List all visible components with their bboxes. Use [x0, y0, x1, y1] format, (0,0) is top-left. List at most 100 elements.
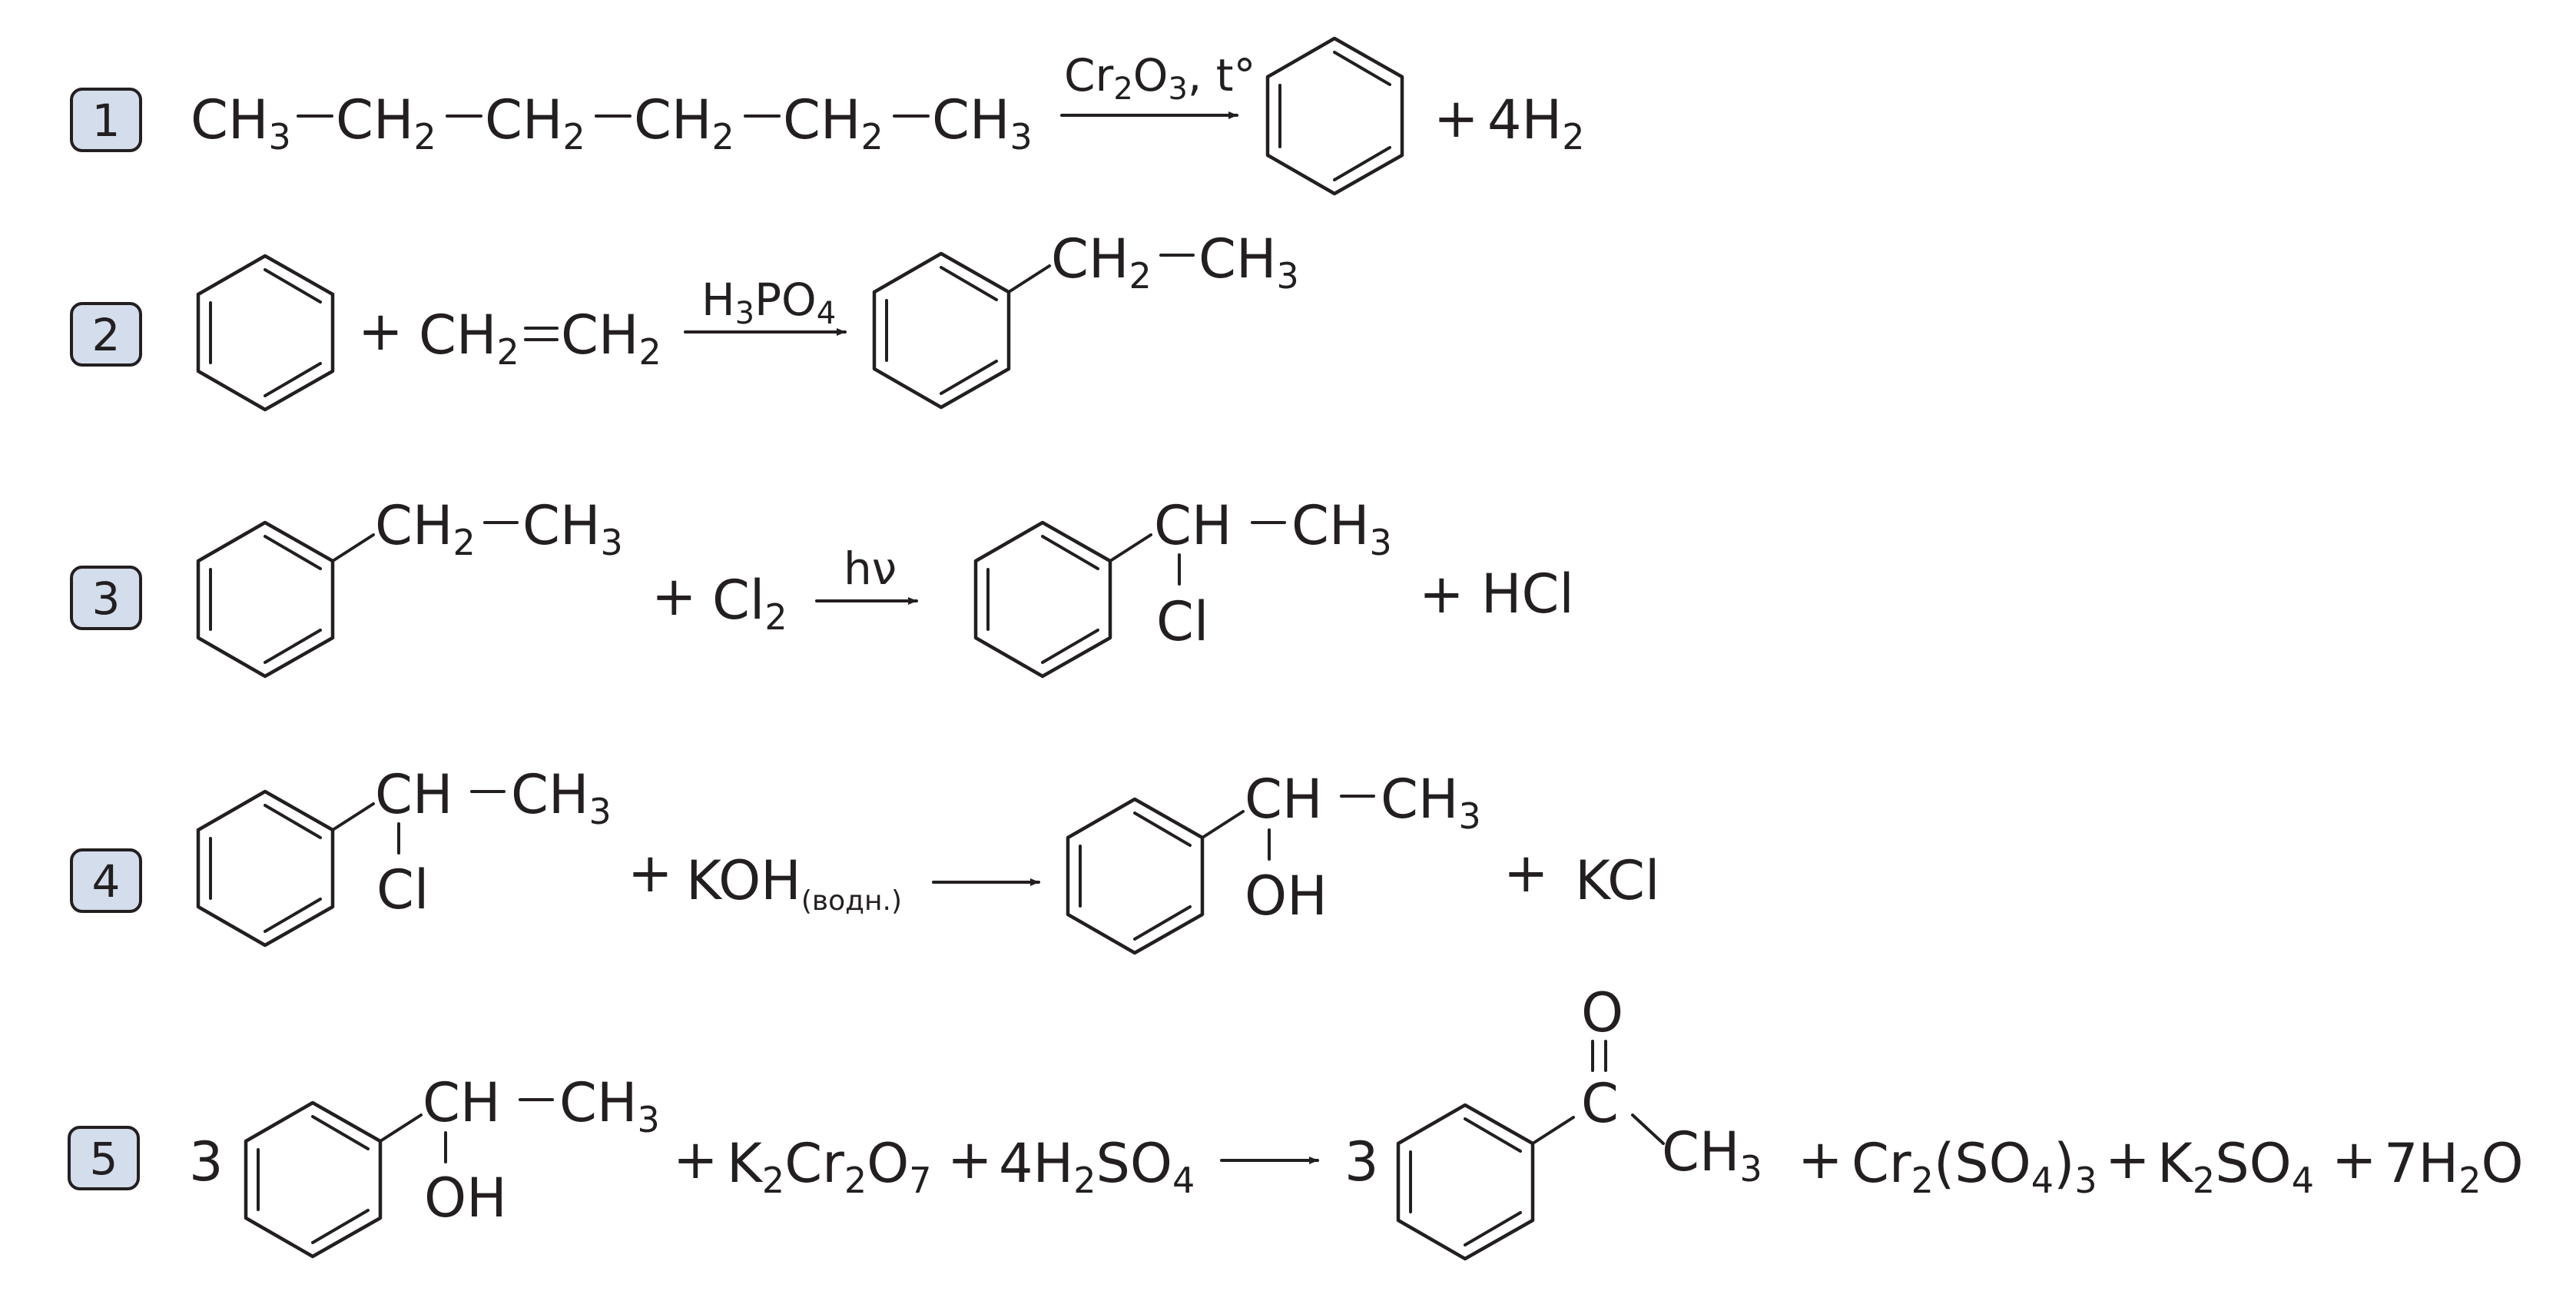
- plus-sign: +: [2332, 1128, 2377, 1191]
- single-bond: [1531, 1116, 1575, 1145]
- svg-text:CH2: CH2: [634, 88, 734, 158]
- svg-text:CH: CH: [375, 763, 453, 826]
- reaction-2: 2 + CH2 CH2 H3PO4 CH2 CH3: [70, 227, 1299, 412]
- group-ch: CH: [932, 88, 1010, 151]
- chloroethylbenzene-product: CH CH3 Cl: [973, 494, 1392, 679]
- subscript: 2: [712, 116, 734, 158]
- reaction-number: 5: [90, 1133, 118, 1185]
- benzene-ring: [1265, 36, 1404, 196]
- chloroethylbenzene-reactant: CH CH3 Cl: [196, 763, 612, 948]
- subscript: 3: [1010, 116, 1033, 158]
- benzene-ring: [872, 251, 1011, 410]
- reaction-condition: Cr2O3, t°: [1064, 49, 1256, 107]
- svg-text:CH2: CH2: [419, 304, 519, 373]
- svg-text:CH2: CH2: [783, 88, 884, 158]
- byproduct-hcl: + HCl: [1419, 563, 1574, 626]
- potassium-sulfate: K2SO4: [2157, 1132, 2314, 1201]
- byproduct-kcl: KCl: [1575, 849, 1659, 912]
- coefficient: 3: [1344, 1130, 1379, 1193]
- subscript: 2: [563, 116, 585, 158]
- coefficient: 3: [189, 1130, 224, 1193]
- plus-sign: +: [1798, 1128, 1843, 1191]
- ethylbenzene-reactant: CH2 CH3: [196, 494, 623, 679]
- svg-text:CH3: CH3: [1662, 1120, 1762, 1190]
- plus-sign: +: [1503, 841, 1549, 904]
- svg-text:CH: CH: [1154, 494, 1232, 557]
- subscript: 2: [414, 116, 436, 158]
- sulfuric-acid: 4H2SO4: [999, 1132, 1195, 1201]
- phenylethanol-reactant: CH CH3 OH: [244, 1071, 660, 1259]
- chromium-sulfate: Cr2(SO4)3: [1852, 1132, 2097, 1201]
- reaction-number-badge: 5: [68, 1126, 140, 1190]
- benzene-ring: [973, 520, 1112, 679]
- group-ch: CH: [336, 88, 414, 151]
- svg-text:CH2: CH2: [375, 494, 476, 563]
- single-bond: [379, 1114, 423, 1143]
- svg-text:CH: CH: [423, 1071, 501, 1134]
- svg-text:CH2: CH2: [1051, 227, 1152, 297]
- plus-sign: +: [673, 1128, 718, 1191]
- reaction-condition: H3PO4: [701, 274, 836, 331]
- single-bond: [1201, 810, 1245, 839]
- svg-text:OH: OH: [1245, 865, 1328, 928]
- ethene-formula: CH2 CH2: [419, 304, 661, 373]
- group-ch: CH: [485, 88, 563, 151]
- reaction-number-badge: 2: [70, 302, 142, 367]
- svg-text:OH: OH: [424, 1167, 507, 1230]
- plus-sign: +: [1434, 87, 1479, 150]
- ethylbenzene-product: CH2 CH3: [872, 227, 1299, 410]
- reaction-3: 3 CH2 CH3 + Cl2 hν CH: [70, 494, 1574, 679]
- plus-sign: +: [2105, 1128, 2150, 1191]
- svg-text:CH: CH: [1245, 768, 1323, 831]
- plus-sign: +: [651, 565, 697, 628]
- benzene-ring: [1066, 797, 1205, 955]
- reaction-number: 3: [92, 573, 121, 625]
- single-bond: [1109, 533, 1152, 563]
- svg-text:C: C: [1581, 1072, 1619, 1135]
- svg-text:CH3: CH3: [932, 88, 1033, 158]
- benzene-ring: [196, 254, 335, 412]
- hydrogen-formula: 4H2: [1487, 88, 1584, 158]
- svg-text:O: O: [1581, 981, 1623, 1044]
- svg-text:Cl: Cl: [1156, 590, 1208, 653]
- subscript: 3: [269, 116, 291, 158]
- koh-aqueous: KOH(водн.): [686, 849, 902, 917]
- svg-text:CH3: CH3: [511, 763, 612, 832]
- reaction-5: 5 3 CH CH3 OH + K2Cr2O7 + 4H2SO4 3: [68, 981, 2524, 1261]
- svg-text:CH3: CH3: [1198, 227, 1299, 297]
- svg-text:CH3: CH3: [559, 1071, 660, 1140]
- benzene-ring: [196, 789, 335, 948]
- potassium-dichromate: K2Cr2O7: [727, 1132, 932, 1201]
- hexane-formula: CH3 CH2 CH2 CH2 CH2 CH3: [191, 88, 1033, 158]
- group-ch: CH: [634, 88, 712, 151]
- svg-text:CH2: CH2: [485, 88, 585, 158]
- reaction-number: 2: [92, 309, 121, 361]
- plus-sign: +: [358, 300, 403, 363]
- water: 7H2O: [2384, 1132, 2524, 1201]
- svg-text:CH2: CH2: [561, 304, 661, 373]
- svg-text:CH3: CH3: [1381, 768, 1481, 837]
- single-bond: [1631, 1114, 1665, 1145]
- benzene-ring: [244, 1100, 383, 1259]
- phenylethanol-product: CH CH3 OH: [1066, 768, 1481, 955]
- reaction-1: 1 CH3 CH2 CH2 CH2 CH2 CH3 Cr2O3, t° + 4H…: [70, 36, 1584, 196]
- svg-text:CH2: CH2: [336, 88, 436, 158]
- reaction-number-badge: 1: [70, 88, 142, 152]
- reaction-condition: hν: [844, 543, 897, 595]
- svg-text:CH3: CH3: [191, 88, 291, 158]
- reaction-4: 4 CH CH3 Cl + KOH(водн.): [70, 763, 1659, 955]
- group-ch: CH: [191, 88, 269, 151]
- benzene-ring: [196, 520, 335, 679]
- single-bond: [331, 533, 375, 563]
- reaction-number-badge: 4: [70, 848, 142, 913]
- reaction-number-badge: 3: [70, 566, 142, 630]
- svg-text:CH3: CH3: [1291, 494, 1392, 563]
- group-ch: CH: [783, 88, 861, 151]
- single-bond: [1007, 264, 1051, 294]
- subscript: 2: [861, 116, 884, 158]
- chlorine-formula: Cl2: [712, 569, 787, 638]
- svg-text:CH3: CH3: [522, 494, 623, 563]
- reaction-number: 4: [92, 855, 121, 908]
- reaction-number: 1: [92, 95, 121, 147]
